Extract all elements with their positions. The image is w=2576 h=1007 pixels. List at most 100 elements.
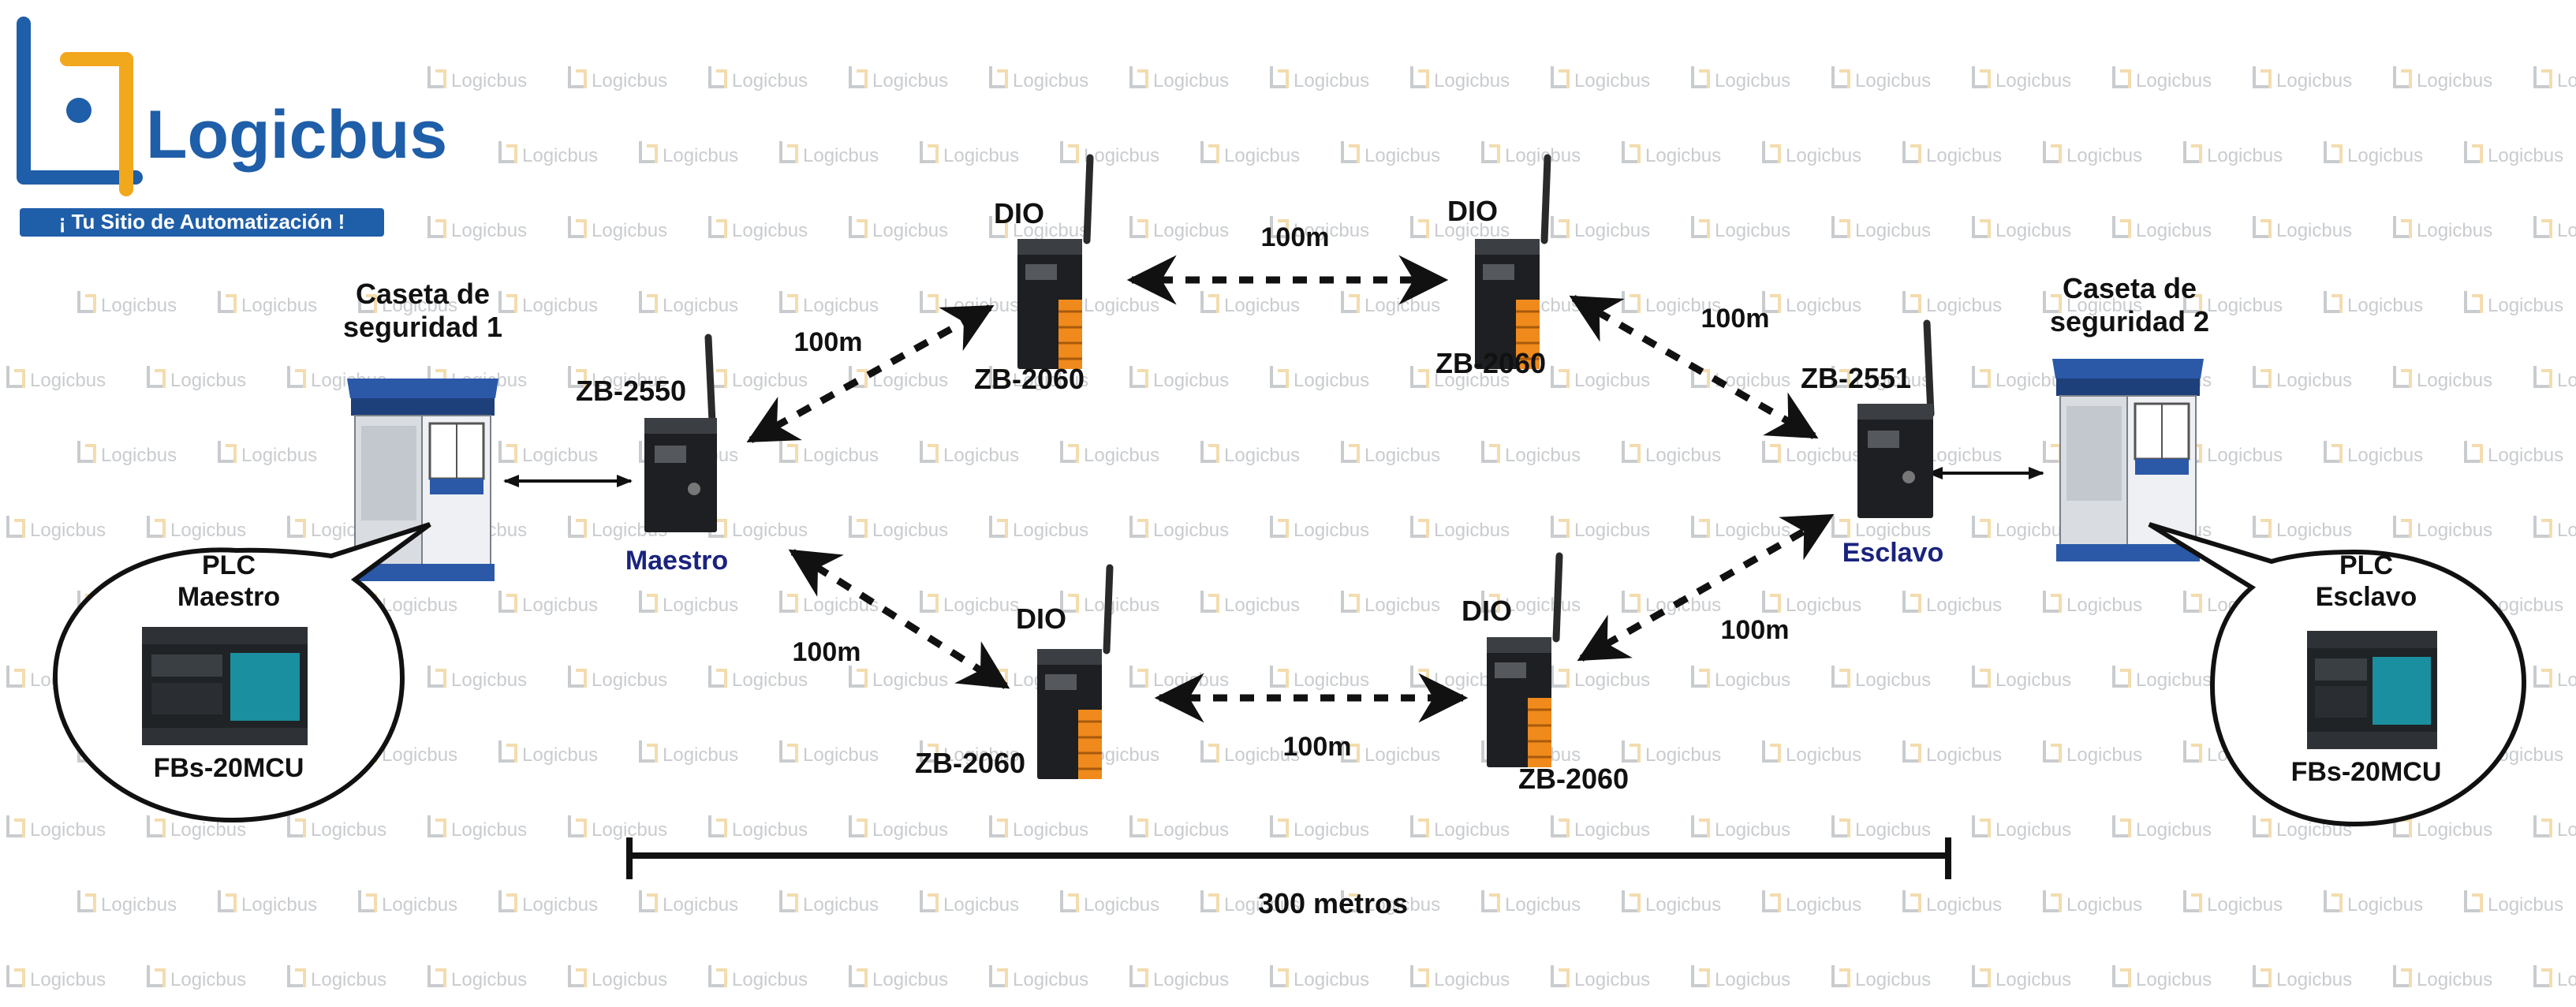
- svg-text:Logicbus: Logicbus: [1926, 744, 2002, 766]
- watermark-logo: Logicbus: [1622, 890, 1721, 916]
- watermark-logo: Logicbus: [568, 815, 667, 841]
- svg-text:Logicbus: Logicbus: [2276, 70, 2352, 91]
- svg-text:Logicbus: Logicbus: [2557, 669, 2576, 691]
- watermark-logo: Logicbus: [1762, 890, 1861, 916]
- watermark-logo: Logicbus: [1551, 516, 1650, 541]
- svg-text:Logicbus: Logicbus: [522, 445, 598, 466]
- svg-text:Logicbus: Logicbus: [943, 595, 1019, 616]
- dio-bottom-left-model: ZB-2060: [915, 747, 1025, 779]
- watermark-logo: Logicbus: [2253, 66, 2352, 91]
- svg-text:Logicbus: Logicbus: [2207, 145, 2283, 166]
- link-master-bottomleft-distance: 100m: [793, 637, 861, 667]
- logo-dot-icon: [66, 98, 91, 123]
- svg-text:Logicbus: Logicbus: [1855, 669, 1931, 691]
- svg-text:Logicbus: Logicbus: [170, 819, 246, 841]
- svg-text:Logicbus: Logicbus: [1995, 969, 2071, 990]
- link-master-topleft-distance: 100m: [794, 327, 863, 357]
- watermark-logo: Logicbus: [6, 366, 106, 391]
- watermark-logo: Logicbus: [1551, 66, 1650, 91]
- svg-text:Logicbus: Logicbus: [803, 295, 879, 316]
- svg-text:Logicbus: Logicbus: [943, 894, 1019, 916]
- svg-text:Logicbus: Logicbus: [2488, 894, 2563, 916]
- svg-text:Logicbus: Logicbus: [1715, 669, 1790, 691]
- watermark-logo: Logicbus: [1762, 591, 1861, 616]
- svg-text:Logicbus: Logicbus: [2488, 145, 2563, 166]
- watermark-logo: Logicbus: [287, 965, 386, 990]
- watermark-logo: Logicbus: [147, 366, 246, 391]
- svg-text:Logicbus: Logicbus: [1084, 145, 1159, 166]
- svg-text:Logicbus: Logicbus: [1224, 445, 1300, 466]
- svg-text:Logicbus: Logicbus: [2557, 520, 2576, 541]
- watermark-logo: Logicbus: [427, 66, 527, 91]
- svg-text:Logicbus: Logicbus: [1715, 370, 1790, 391]
- plc-master-line1: PLC: [202, 550, 256, 580]
- svg-text:Logicbus: Logicbus: [1786, 744, 1861, 766]
- watermark-logo: Logicbus: [1200, 740, 1300, 766]
- watermark-logo: Logicbus: [1972, 965, 2071, 990]
- svg-text:Logicbus: Logicbus: [1434, 370, 1510, 391]
- svg-text:Logicbus: Logicbus: [2066, 295, 2142, 316]
- watermark-logo: Logicbus: [708, 516, 808, 541]
- svg-text:Logicbus: Logicbus: [2136, 669, 2212, 691]
- watermark-logo: Logicbus: [1341, 890, 1440, 916]
- svg-text:Logicbus: Logicbus: [2557, 220, 2576, 241]
- plc-slave-line1: PLC: [2339, 550, 2393, 580]
- svg-text:Logicbus: Logicbus: [872, 70, 948, 91]
- svg-text:Logicbus: Logicbus: [943, 295, 1019, 316]
- watermark-logo: Logicbus: [358, 890, 457, 916]
- svg-text:Logicbus: Logicbus: [1013, 520, 1088, 541]
- watermark-logo: Logicbus: [6, 516, 106, 541]
- watermark-logo: Logicbus: [1691, 516, 1790, 541]
- watermark-logo: Logicbus: [708, 666, 808, 691]
- svg-text:Logicbus: Logicbus: [1855, 969, 1931, 990]
- plc-master-callout: PLC Maestro FBs-20MCU: [52, 522, 431, 823]
- watermark-logo: Logicbus: [1622, 441, 1721, 466]
- watermark-logo: Logicbus: [1410, 516, 1510, 541]
- watermark-logo: Logicbus: [1060, 890, 1159, 916]
- watermark-logo: Logicbus: [989, 815, 1088, 841]
- plc-master-line2: Maestro: [177, 582, 280, 612]
- svg-text:Logicbus: Logicbus: [1294, 969, 1369, 990]
- watermark-logo: Logicbus: [1691, 366, 1790, 391]
- dio-bottom-right-model: ZB-2060: [1518, 763, 1629, 795]
- svg-text:Logicbus: Logicbus: [1365, 295, 1440, 316]
- svg-text:Logicbus: Logicbus: [2207, 445, 2283, 466]
- svg-text:Logicbus: Logicbus: [241, 295, 317, 316]
- watermark-logo: Logicbus: [568, 366, 667, 391]
- zb2551-model: ZB-2551: [1801, 362, 1911, 394]
- svg-text:Logicbus: Logicbus: [732, 70, 808, 91]
- watermark-logo: Logicbus: [2393, 965, 2492, 990]
- watermark-logo: Logicbus: [708, 366, 808, 391]
- watermark-logo: Logicbus: [2393, 366, 2492, 391]
- watermark-logo: Logicbus: [1270, 516, 1369, 541]
- watermark-logo: Logicbus: [1410, 965, 1510, 990]
- watermark-logo: Logicbus: [1341, 591, 1440, 616]
- watermark-logo: Logicbus: [1691, 815, 1790, 841]
- svg-text:Logicbus: Logicbus: [1715, 520, 1790, 541]
- link-bottom-distance: 100m: [1283, 732, 1352, 762]
- logo-tagline: ¡ Tu Sitio de Automatización !: [59, 210, 345, 233]
- watermark-logo: Logicbus: [1831, 66, 1931, 91]
- svg-text:Logicbus: Logicbus: [872, 520, 948, 541]
- dio-node-bottom-left: DIO ZB-2060: [915, 564, 1114, 779]
- svg-text:Logicbus: Logicbus: [451, 220, 527, 241]
- svg-text:Logicbus: Logicbus: [1995, 520, 2071, 541]
- svg-text:Logicbus: Logicbus: [451, 669, 527, 691]
- watermark-logo: Logicbus: [2324, 291, 2423, 316]
- watermark-logo: Logicbus: [1691, 666, 1790, 691]
- watermark-logo: Logicbus: [708, 965, 808, 990]
- watermark-logo: Logicbus: [1831, 965, 1931, 990]
- svg-text:Logicbus: Logicbus: [522, 595, 598, 616]
- svg-text:Logicbus: Logicbus: [1434, 520, 1510, 541]
- watermark-logo: Logicbus: [920, 591, 1019, 616]
- svg-text:Logicbus: Logicbus: [2488, 445, 2563, 466]
- dio-node-top-right: DIO ZB-2060: [1435, 154, 1551, 379]
- svg-text:Logicbus: Logicbus: [2136, 220, 2212, 241]
- svg-text:Logicbus: Logicbus: [1153, 969, 1229, 990]
- svg-text:Logicbus: Logicbus: [170, 969, 246, 990]
- watermark-logo: Logicbus: [2112, 815, 2212, 841]
- watermark-logo: Logicbus: [1129, 815, 1229, 841]
- svg-text:Logicbus: Logicbus: [1926, 145, 2002, 166]
- watermark-logo: Logicbus: [1129, 666, 1229, 691]
